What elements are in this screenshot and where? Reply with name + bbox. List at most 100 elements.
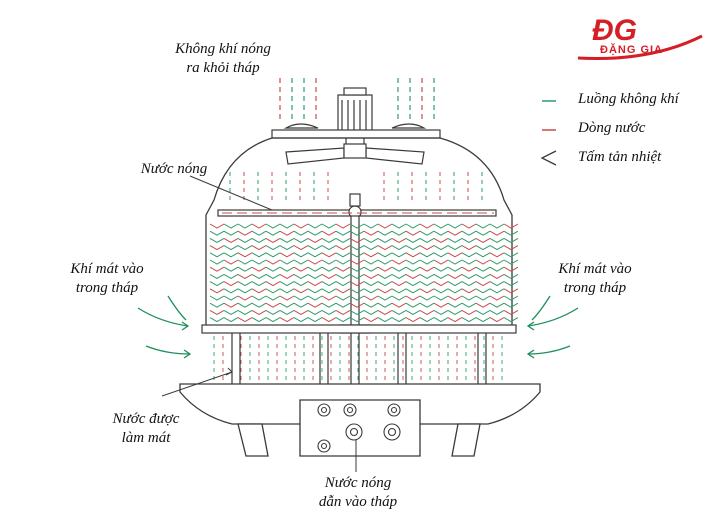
heat-sheet	[461, 245, 477, 251]
heat-sheet	[419, 223, 435, 229]
heat-sheet	[433, 245, 449, 251]
heat-sheet	[223, 237, 239, 243]
label-hot-air-out-line1: Không khí nóng	[175, 41, 271, 57]
heat-sheet	[503, 230, 519, 236]
heat-sheet	[433, 295, 449, 301]
heat-sheet	[475, 273, 491, 279]
heat-sheet	[405, 302, 421, 308]
heat-sheet	[419, 230, 435, 236]
heat-sheet	[475, 245, 491, 251]
label-cool-air-right-line1: Khí mát vào	[558, 261, 632, 277]
heat-sheet	[405, 273, 421, 279]
heat-sheet	[363, 230, 379, 236]
heat-sheet	[489, 230, 505, 236]
heat-sheet	[377, 230, 393, 236]
heat-sheet	[363, 281, 379, 287]
heat-sheet	[209, 288, 225, 294]
label-cool-air-right: Khí mát vào trong tháp	[540, 260, 650, 298]
heat-sheet	[433, 237, 449, 243]
heat-sheet	[489, 266, 505, 272]
heat-sheet	[335, 252, 351, 258]
heat-sheet	[265, 223, 281, 229]
heat-sheet	[251, 223, 267, 229]
heat-sheet	[503, 302, 519, 308]
heat-sheet	[321, 317, 337, 323]
heat-sheet	[279, 223, 295, 229]
heat-sheet	[237, 223, 253, 229]
heat-sheet	[349, 252, 365, 258]
heat-sheet	[419, 288, 435, 294]
heat-sheet	[251, 309, 267, 315]
heat-sheet	[433, 309, 449, 315]
heat-sheet	[433, 223, 449, 229]
heat-sheet	[209, 230, 225, 236]
heat-sheet	[223, 317, 239, 323]
heat-sheet	[279, 237, 295, 243]
label-cooled-water-line1: Nước được	[112, 411, 180, 427]
heat-sheet	[447, 317, 463, 323]
heat-sheet	[349, 273, 365, 279]
heat-sheet	[475, 237, 491, 243]
heat-sheet	[251, 266, 267, 272]
heat-sheet	[279, 295, 295, 301]
heat-sheet	[321, 281, 337, 287]
heat-sheet	[433, 302, 449, 308]
heat-sheet	[433, 259, 449, 265]
heat-sheet	[223, 230, 239, 236]
heat-sheet	[307, 302, 323, 308]
heat-sheet	[377, 302, 393, 308]
heat-sheet	[447, 237, 463, 243]
label-cool-air-left-line1: Khí mát vào	[70, 261, 144, 277]
heat-sheet	[503, 259, 519, 265]
heat-sheet	[293, 295, 309, 301]
heat-sheet	[237, 259, 253, 265]
heat-sheet	[461, 223, 477, 229]
heat-sheet	[307, 266, 323, 272]
heat-sheet	[223, 295, 239, 301]
label-cool-air-right-line2: trong tháp	[563, 280, 627, 296]
heat-sheet	[223, 302, 239, 308]
heat-sheet	[363, 237, 379, 243]
heat-sheet	[405, 317, 421, 323]
heat-sheet	[293, 230, 309, 236]
heat-sheet	[349, 309, 365, 315]
heat-sheet	[223, 223, 239, 229]
heat-sheet	[489, 302, 505, 308]
heat-sheet	[419, 281, 435, 287]
label-hot-water-in-line1: Nước nóng	[324, 475, 392, 491]
heat-sheet	[237, 245, 253, 251]
heat-sheet	[447, 245, 463, 251]
heat-sheet	[419, 302, 435, 308]
label-hot-water-in-line2: dẫn vào tháp	[318, 494, 398, 510]
heat-sheet	[265, 259, 281, 265]
label-hot-water-in: Nước nóng dẫn vào tháp	[298, 474, 418, 512]
heat-sheet	[405, 252, 421, 258]
heat-sheet	[251, 259, 267, 265]
heat-sheet	[391, 295, 407, 301]
heat-sheet	[349, 230, 365, 236]
heat-sheet	[447, 288, 463, 294]
heat-sheet	[503, 245, 519, 251]
heat-sheet	[321, 252, 337, 258]
heat-sheet	[461, 295, 477, 301]
heat-sheet	[377, 273, 393, 279]
heat-sheet	[419, 259, 435, 265]
heat-sheet	[405, 259, 421, 265]
cool-air-arrows-left	[137, 295, 192, 359]
heat-sheet	[503, 317, 519, 323]
heat-sheet	[391, 223, 407, 229]
heat-sheet	[293, 302, 309, 308]
heat-sheet	[475, 288, 491, 294]
inner-air-flow	[229, 172, 483, 204]
heat-sheet	[419, 295, 435, 301]
heat-sheet	[419, 273, 435, 279]
heat-sheet	[475, 223, 491, 229]
heat-sheet	[307, 295, 323, 301]
heat-sheet	[503, 273, 519, 279]
heat-sheet	[377, 245, 393, 251]
heat-sheet	[391, 245, 407, 251]
heat-sheet	[363, 288, 379, 294]
heat-sheet	[279, 230, 295, 236]
heat-sheet	[475, 266, 491, 272]
heat-sheet	[237, 302, 253, 308]
